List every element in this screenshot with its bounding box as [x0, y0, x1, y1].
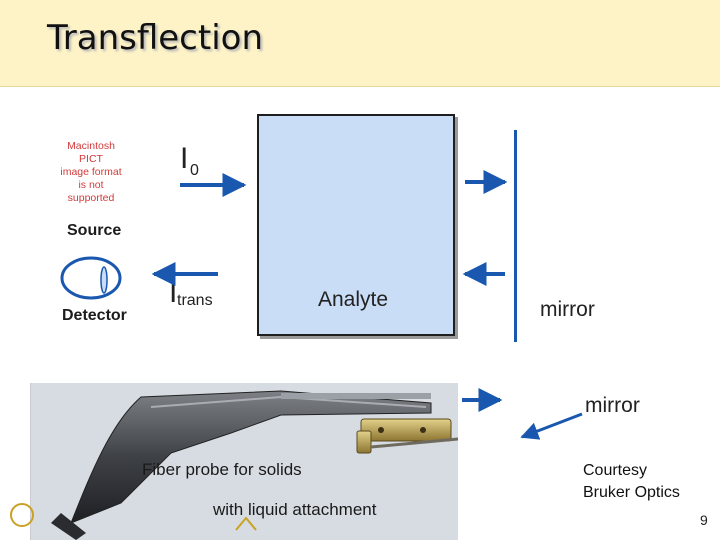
analyte-label: Analyte — [318, 288, 389, 311]
mirror-label-upper: mirror — [540, 298, 595, 321]
incident-intensity-subscript: 0 — [190, 162, 199, 179]
fiber-probe-drawing — [31, 383, 458, 540]
source-label: Source — [67, 222, 122, 239]
fiber-probe-photo — [30, 383, 458, 540]
institute-logo-icon — [10, 503, 34, 527]
detector-label: Detector — [62, 307, 127, 324]
footer-emblem-icon — [235, 516, 257, 531]
pict-line-2: image format — [60, 166, 122, 178]
mirror-line — [514, 130, 517, 342]
title-bar: Transflection — [0, 0, 720, 87]
pict-placeholder: Macintosh PICT image format is not suppo… — [60, 140, 122, 204]
incident-intensity-symbol: I — [180, 142, 189, 175]
mirror-pointer-arrow-icon — [520, 412, 583, 440]
credit-line-1: Courtesy — [583, 462, 648, 479]
mirror-label-lower: mirror — [585, 394, 640, 417]
transmitted-intensity-subscript: trans — [177, 292, 213, 309]
detector-icon — [60, 256, 122, 300]
photo-caption-line-1: Fiber probe for solids — [142, 460, 302, 479]
pict-line-1: Macintosh PICT — [67, 140, 115, 165]
photo-caption-line-2: with liquid attachment — [213, 500, 377, 519]
transmitted-intensity-symbol: I — [169, 276, 178, 309]
credit-line-2: Bruker Optics — [583, 484, 680, 501]
slide-title: Transflection — [47, 18, 264, 58]
credit-text: Courtesy Bruker Optics — [583, 460, 680, 504]
analyte-box — [257, 114, 455, 336]
detector-lens-icon — [100, 266, 108, 294]
pict-line-3: is not supported — [67, 179, 115, 204]
page-number: 9 — [700, 512, 708, 528]
